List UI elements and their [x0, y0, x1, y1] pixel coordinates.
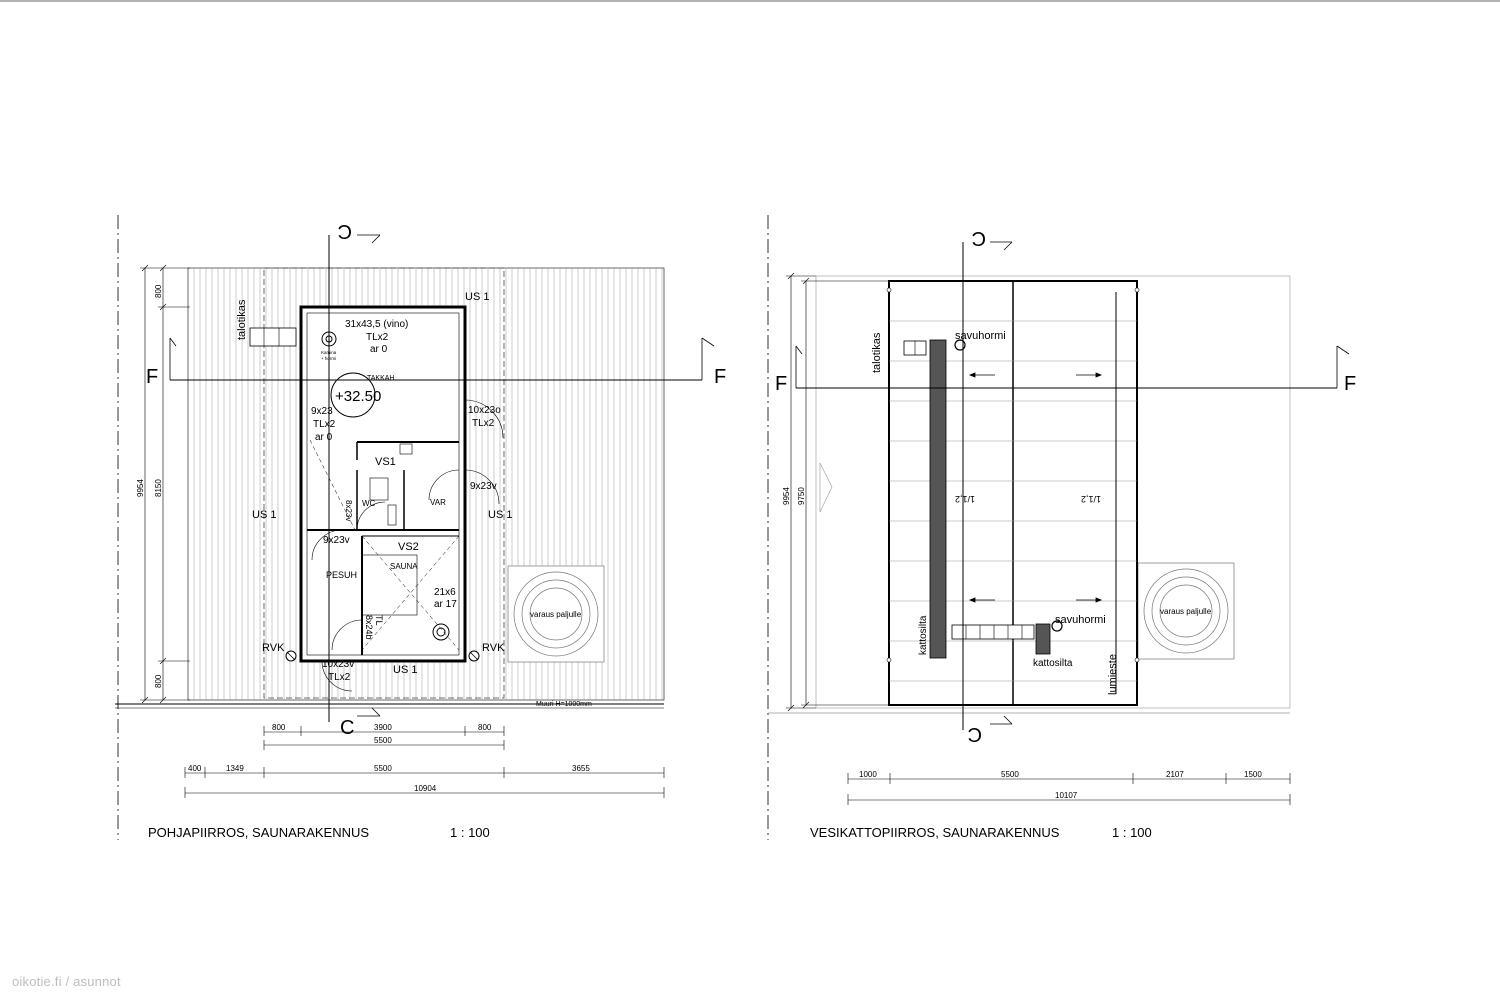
label-talotikas: talotikas	[871, 332, 883, 373]
label-savuhormi-top: savuhormi	[955, 330, 1006, 342]
ladder	[249, 327, 297, 347]
label-win-sauna: 21x6	[434, 587, 456, 598]
label-level: +32.50	[335, 388, 381, 405]
hot-tub-reservation	[507, 565, 605, 663]
label-slope-left: 1/1,2	[955, 494, 975, 504]
section-mark-c-top: C	[972, 227, 986, 249]
dim-h-4: 1500	[1244, 770, 1262, 779]
dim-v-total: 9954	[782, 487, 791, 505]
label-us1-right: US 1	[488, 509, 512, 521]
section-mark-c-top: C	[338, 220, 352, 242]
plan-title-right: VESIKATTOPIIRROS, SAUNARAKENNUS	[810, 825, 1060, 840]
label-varaus: varaus paljulle	[1160, 607, 1212, 616]
chimney-bottom	[1051, 620, 1063, 632]
section-mark-c-bottom: C	[968, 723, 982, 745]
label-door-entry-tl: TLx2	[328, 672, 351, 683]
dim-h-3: 2107	[1166, 770, 1184, 779]
label-us1-left: US 1	[252, 509, 276, 521]
label-us1-top: US 1	[465, 291, 489, 303]
building-walls	[299, 305, 467, 663]
label-muuri: Muuri H=1000mm	[536, 701, 592, 708]
dim-h-b: 5500	[374, 736, 392, 745]
label-sauna: SAUNA	[390, 562, 418, 571]
hot-tub-reservation	[1137, 562, 1235, 660]
dim-h-total: 10107	[1055, 791, 1078, 800]
label-vs2: VS2	[398, 541, 419, 553]
label-us1-bottom: US 1	[393, 664, 417, 676]
label-talotikas: talotikas	[236, 299, 248, 340]
dim-h-c3: 5500	[374, 764, 392, 773]
plan-scale-right: 1 : 100	[1112, 825, 1152, 840]
label-door-sauna-tl: TL	[374, 615, 384, 626]
label-win-right: 10x23o	[468, 405, 501, 416]
label-var: VAR	[430, 498, 446, 507]
label-win-sauna-ar: ar 17	[434, 599, 457, 610]
label-rvk-right: RVK	[482, 642, 505, 654]
roof-walkway-vertical	[929, 339, 947, 659]
label-win-left-ar: ar 0	[315, 432, 333, 443]
label-pesuh: PESUH	[326, 570, 357, 580]
roof-outline-dashed	[263, 267, 505, 699]
label-savuhormi-bottom: savuhormi	[1055, 614, 1106, 626]
floor-plan: C C F F talotikas US 1 US 1 US 1 US 1 31…	[115, 215, 726, 840]
label-door-wc: 8x23v	[344, 500, 353, 521]
label-win-left: 9x23	[311, 406, 333, 417]
dim-h-a1: 800	[272, 723, 286, 732]
dim-v-inner: 9750	[797, 487, 806, 505]
plan-title-left: POHJAPIIRROS, SAUNARAKENNUS	[148, 825, 369, 840]
section-mark-f-left: F	[146, 366, 158, 388]
label-window-top: 31x43,5 (vino)	[345, 319, 408, 330]
roof-plan: C C F F talotikas savuhormi savuhormi 1/…	[767, 215, 1356, 840]
dim-h-a2: 3900	[374, 723, 392, 732]
label-window-top-tl: TLx2	[366, 332, 389, 343]
label-hormi: + hormi	[321, 356, 336, 361]
dim-h-2: 5500	[1001, 770, 1019, 779]
section-mark-f-right: F	[1344, 373, 1356, 395]
label-win-right-tl: TLx2	[472, 418, 495, 429]
dim-h-a3: 800	[478, 723, 492, 732]
dim-h-total: 10904	[414, 784, 437, 793]
dim-v-mid: 8150	[154, 479, 163, 497]
label-wc: WC	[362, 499, 376, 508]
label-takkah: TAKKAH	[367, 375, 395, 382]
label-slope-right: 1/1,2	[1081, 494, 1101, 504]
dim-v-top: 800	[154, 284, 163, 298]
roof-walkway-horizontal	[951, 624, 1035, 640]
watermark: oikotie.fi / asunnot	[12, 974, 121, 989]
label-door-pesuh: 9x23v	[323, 535, 350, 546]
plan-scale-left: 1 : 100	[450, 825, 490, 840]
label-door-entry: 10x23v	[322, 659, 354, 670]
level-marker	[330, 372, 376, 418]
dim-h-1: 1000	[859, 770, 877, 779]
label-win-left-tl: TLx2	[313, 419, 336, 430]
label-kamina: Kamina	[321, 350, 337, 355]
label-door-var: 9x23v	[470, 481, 497, 492]
label-vs1: VS1	[375, 456, 396, 468]
dim-h-c1: 400	[188, 764, 202, 773]
label-varaus: varaus paljulle	[530, 610, 582, 619]
section-mark-f-left: F	[775, 373, 787, 395]
section-mark-f-right: F	[714, 366, 726, 388]
label-window-top-ar: ar 0	[370, 344, 388, 355]
dim-h-c4: 3655	[572, 764, 590, 773]
label-kattosilta-horizontal: kattosilta	[1033, 658, 1073, 669]
label-door-sauna: 8x24b	[364, 615, 374, 640]
label-lumieste: lumieste	[1107, 654, 1119, 695]
dim-v-bottom: 800	[154, 674, 163, 688]
label-kattosilta-vertical: kattosilta	[918, 615, 929, 655]
dim-v-total: 9954	[136, 479, 145, 497]
label-rvk-left: RVK	[262, 642, 285, 654]
dim-h-c2: 1349	[226, 764, 244, 773]
section-mark-c-bottom: C	[340, 717, 354, 739]
